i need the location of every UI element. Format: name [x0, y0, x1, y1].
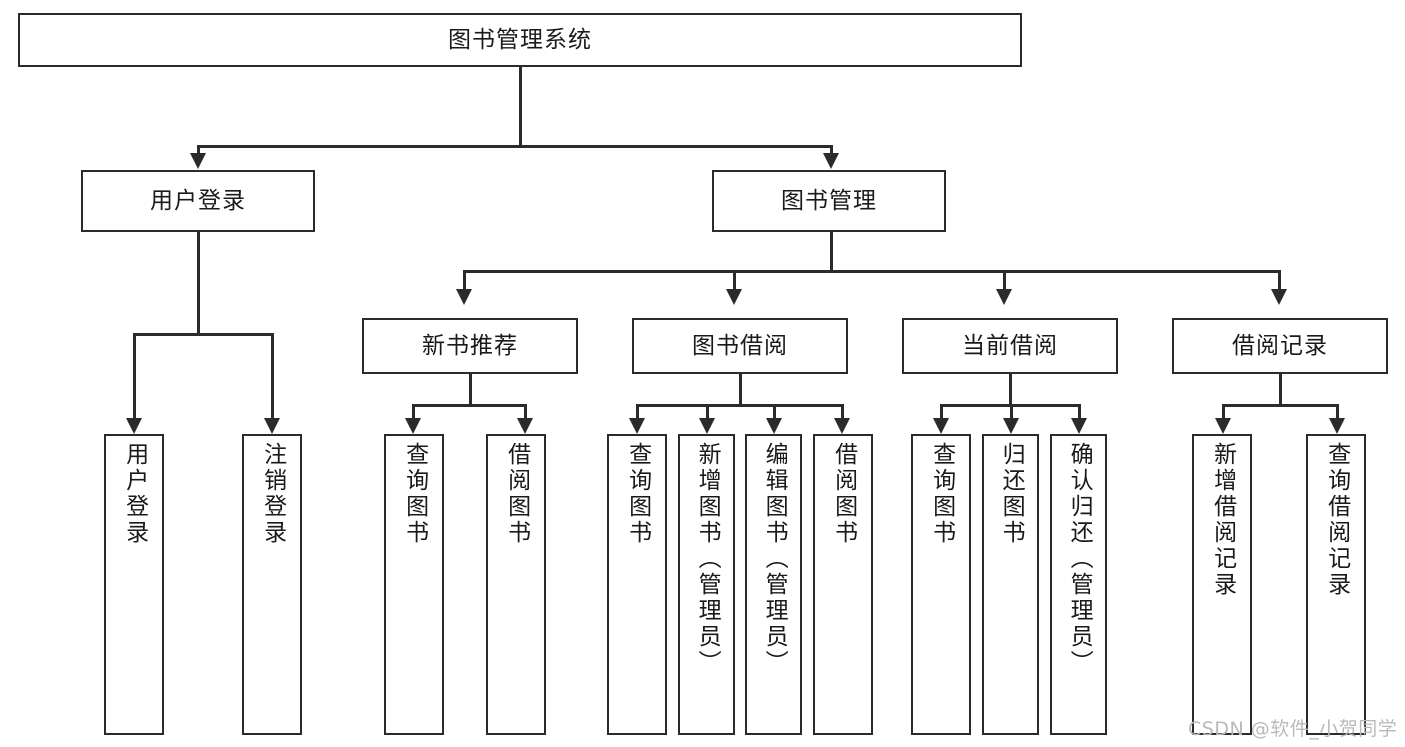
node-leaf-query-book-3-label: 查询图书 [928, 442, 955, 546]
arrow-to-leaf-query-record [1329, 418, 1345, 434]
node-leaf-confirm-return-label: 确认归还（管理员） [1066, 442, 1093, 676]
connector-drop-current-borrow [1003, 270, 1006, 290]
node-leaf-edit-book-label: 编辑图书（管理员） [761, 442, 788, 676]
node-leaf-add-record[interactable]: 新增借阅记录 [1192, 434, 1252, 735]
connector-new-book-recommend-trunk [469, 374, 472, 405]
node-user-login[interactable]: 用户登录 [81, 170, 315, 232]
connector-user-login-bus [133, 333, 273, 336]
connector-book-borrow-bus [636, 404, 843, 407]
arrow-to-leaf-query-book-1 [405, 418, 421, 434]
connector-drop-leaf-query-book-2 [636, 404, 639, 420]
connector-drop-leaf-query-record [1336, 404, 1339, 420]
node-new-book-recommend-label: 新书推荐 [422, 332, 518, 359]
node-book-borrow[interactable]: 图书借阅 [632, 318, 848, 374]
node-leaf-return-book-label: 归还图书 [998, 442, 1025, 546]
node-leaf-query-book-2[interactable]: 查询图书 [607, 434, 667, 735]
node-leaf-query-book-1[interactable]: 查询图书 [384, 434, 444, 735]
connector-current-borrow-trunk [1009, 374, 1012, 405]
node-current-borrow[interactable]: 当前借阅 [902, 318, 1118, 374]
node-root-label: 图书管理系统 [448, 26, 592, 53]
arrow-to-user-login [190, 153, 206, 169]
node-user-login-label: 用户登录 [150, 187, 246, 214]
node-root[interactable]: 图书管理系统 [18, 13, 1022, 67]
node-leaf-user-login-label: 用户登录 [121, 442, 148, 546]
connector-drop-leaf-borrow-book-1 [524, 404, 527, 420]
node-leaf-query-record[interactable]: 查询借阅记录 [1306, 434, 1366, 735]
arrow-to-new-book-recommend [456, 289, 472, 305]
connector-borrow-record-bus [1222, 404, 1338, 407]
arrow-to-borrow-record [1271, 289, 1287, 305]
node-leaf-confirm-return[interactable]: 确认归还（管理员） [1050, 434, 1107, 735]
csdn-watermark: CSDN @软件_小贺同学 [1188, 718, 1398, 740]
arrow-to-leaf-user-login [126, 418, 142, 434]
node-book-management-label: 图书管理 [781, 187, 877, 214]
node-current-borrow-label: 当前借阅 [962, 332, 1058, 359]
node-leaf-return-book[interactable]: 归还图书 [982, 434, 1039, 735]
node-borrow-record-label: 借阅记录 [1232, 332, 1328, 359]
connector-drop-leaf-confirm-return [1078, 404, 1081, 420]
node-leaf-query-book-3[interactable]: 查询图书 [911, 434, 971, 735]
connector-drop-book-borrow [733, 270, 736, 290]
node-leaf-borrow-book-2[interactable]: 借阅图书 [813, 434, 873, 735]
arrow-to-leaf-confirm-return [1071, 418, 1087, 434]
node-book-management[interactable]: 图书管理 [712, 170, 946, 232]
node-leaf-user-login[interactable]: 用户登录 [104, 434, 164, 735]
arrow-to-current-borrow [996, 289, 1012, 305]
arrow-to-leaf-logout-login [264, 418, 280, 434]
connector-drop-leaf-logout-login [271, 333, 274, 419]
arrow-to-leaf-query-book-3 [933, 418, 949, 434]
arrow-to-leaf-add-record [1215, 418, 1231, 434]
node-leaf-borrow-book-2-label: 借阅图书 [830, 442, 857, 546]
arrow-to-book-management [823, 153, 839, 169]
connector-book-management-trunk [830, 232, 833, 271]
node-leaf-borrow-book-1-label: 借阅图书 [503, 442, 530, 546]
arrow-to-leaf-return-book [1003, 418, 1019, 434]
node-book-borrow-label: 图书借阅 [692, 332, 788, 359]
connector-new-book-recommend-bus [412, 404, 526, 407]
connector-user-login-trunk [197, 232, 200, 333]
connector-drop-borrow-record [1278, 270, 1281, 290]
connector-drop-new-book-recommend [463, 270, 466, 290]
connector-borrow-record-trunk [1279, 374, 1282, 405]
connector-root-trunk [519, 67, 522, 146]
arrow-to-leaf-add-book [699, 418, 715, 434]
node-leaf-edit-book[interactable]: 编辑图书（管理员） [745, 434, 802, 735]
connector-book-borrow-trunk [739, 374, 742, 405]
connector-drop-leaf-user-login [133, 333, 136, 419]
arrow-to-book-borrow [726, 289, 742, 305]
arrow-to-leaf-borrow-book-1 [517, 418, 533, 434]
connector-drop-leaf-add-record [1222, 404, 1225, 420]
connector-root-bus [197, 145, 832, 148]
connector-drop-leaf-borrow-book-2 [841, 404, 844, 420]
arrow-to-leaf-query-book-2 [629, 418, 645, 434]
node-leaf-borrow-book-1[interactable]: 借阅图书 [486, 434, 546, 735]
node-leaf-query-book-2-label: 查询图书 [624, 442, 651, 546]
connector-drop-leaf-edit-book [773, 404, 776, 420]
node-leaf-add-book-label: 新增图书（管理员） [694, 442, 721, 676]
connector-drop-leaf-add-book [706, 404, 709, 420]
connector-drop-leaf-query-book-1 [412, 404, 415, 420]
node-leaf-query-record-label: 查询借阅记录 [1323, 442, 1350, 598]
node-borrow-record[interactable]: 借阅记录 [1172, 318, 1388, 374]
connector-drop-leaf-return-book [1010, 404, 1013, 420]
node-leaf-query-book-1-label: 查询图书 [401, 442, 428, 546]
node-leaf-add-book[interactable]: 新增图书（管理员） [678, 434, 735, 735]
arrow-to-leaf-edit-book [766, 418, 782, 434]
connector-book-management-bus [463, 270, 1280, 273]
node-leaf-logout-login-label: 注销登录 [259, 442, 286, 546]
node-new-book-recommend[interactable]: 新书推荐 [362, 318, 578, 374]
node-leaf-add-record-label: 新增借阅记录 [1209, 442, 1236, 598]
connector-drop-leaf-query-book-3 [940, 404, 943, 420]
node-leaf-logout-login[interactable]: 注销登录 [242, 434, 302, 735]
arrow-to-leaf-borrow-book-2 [834, 418, 850, 434]
